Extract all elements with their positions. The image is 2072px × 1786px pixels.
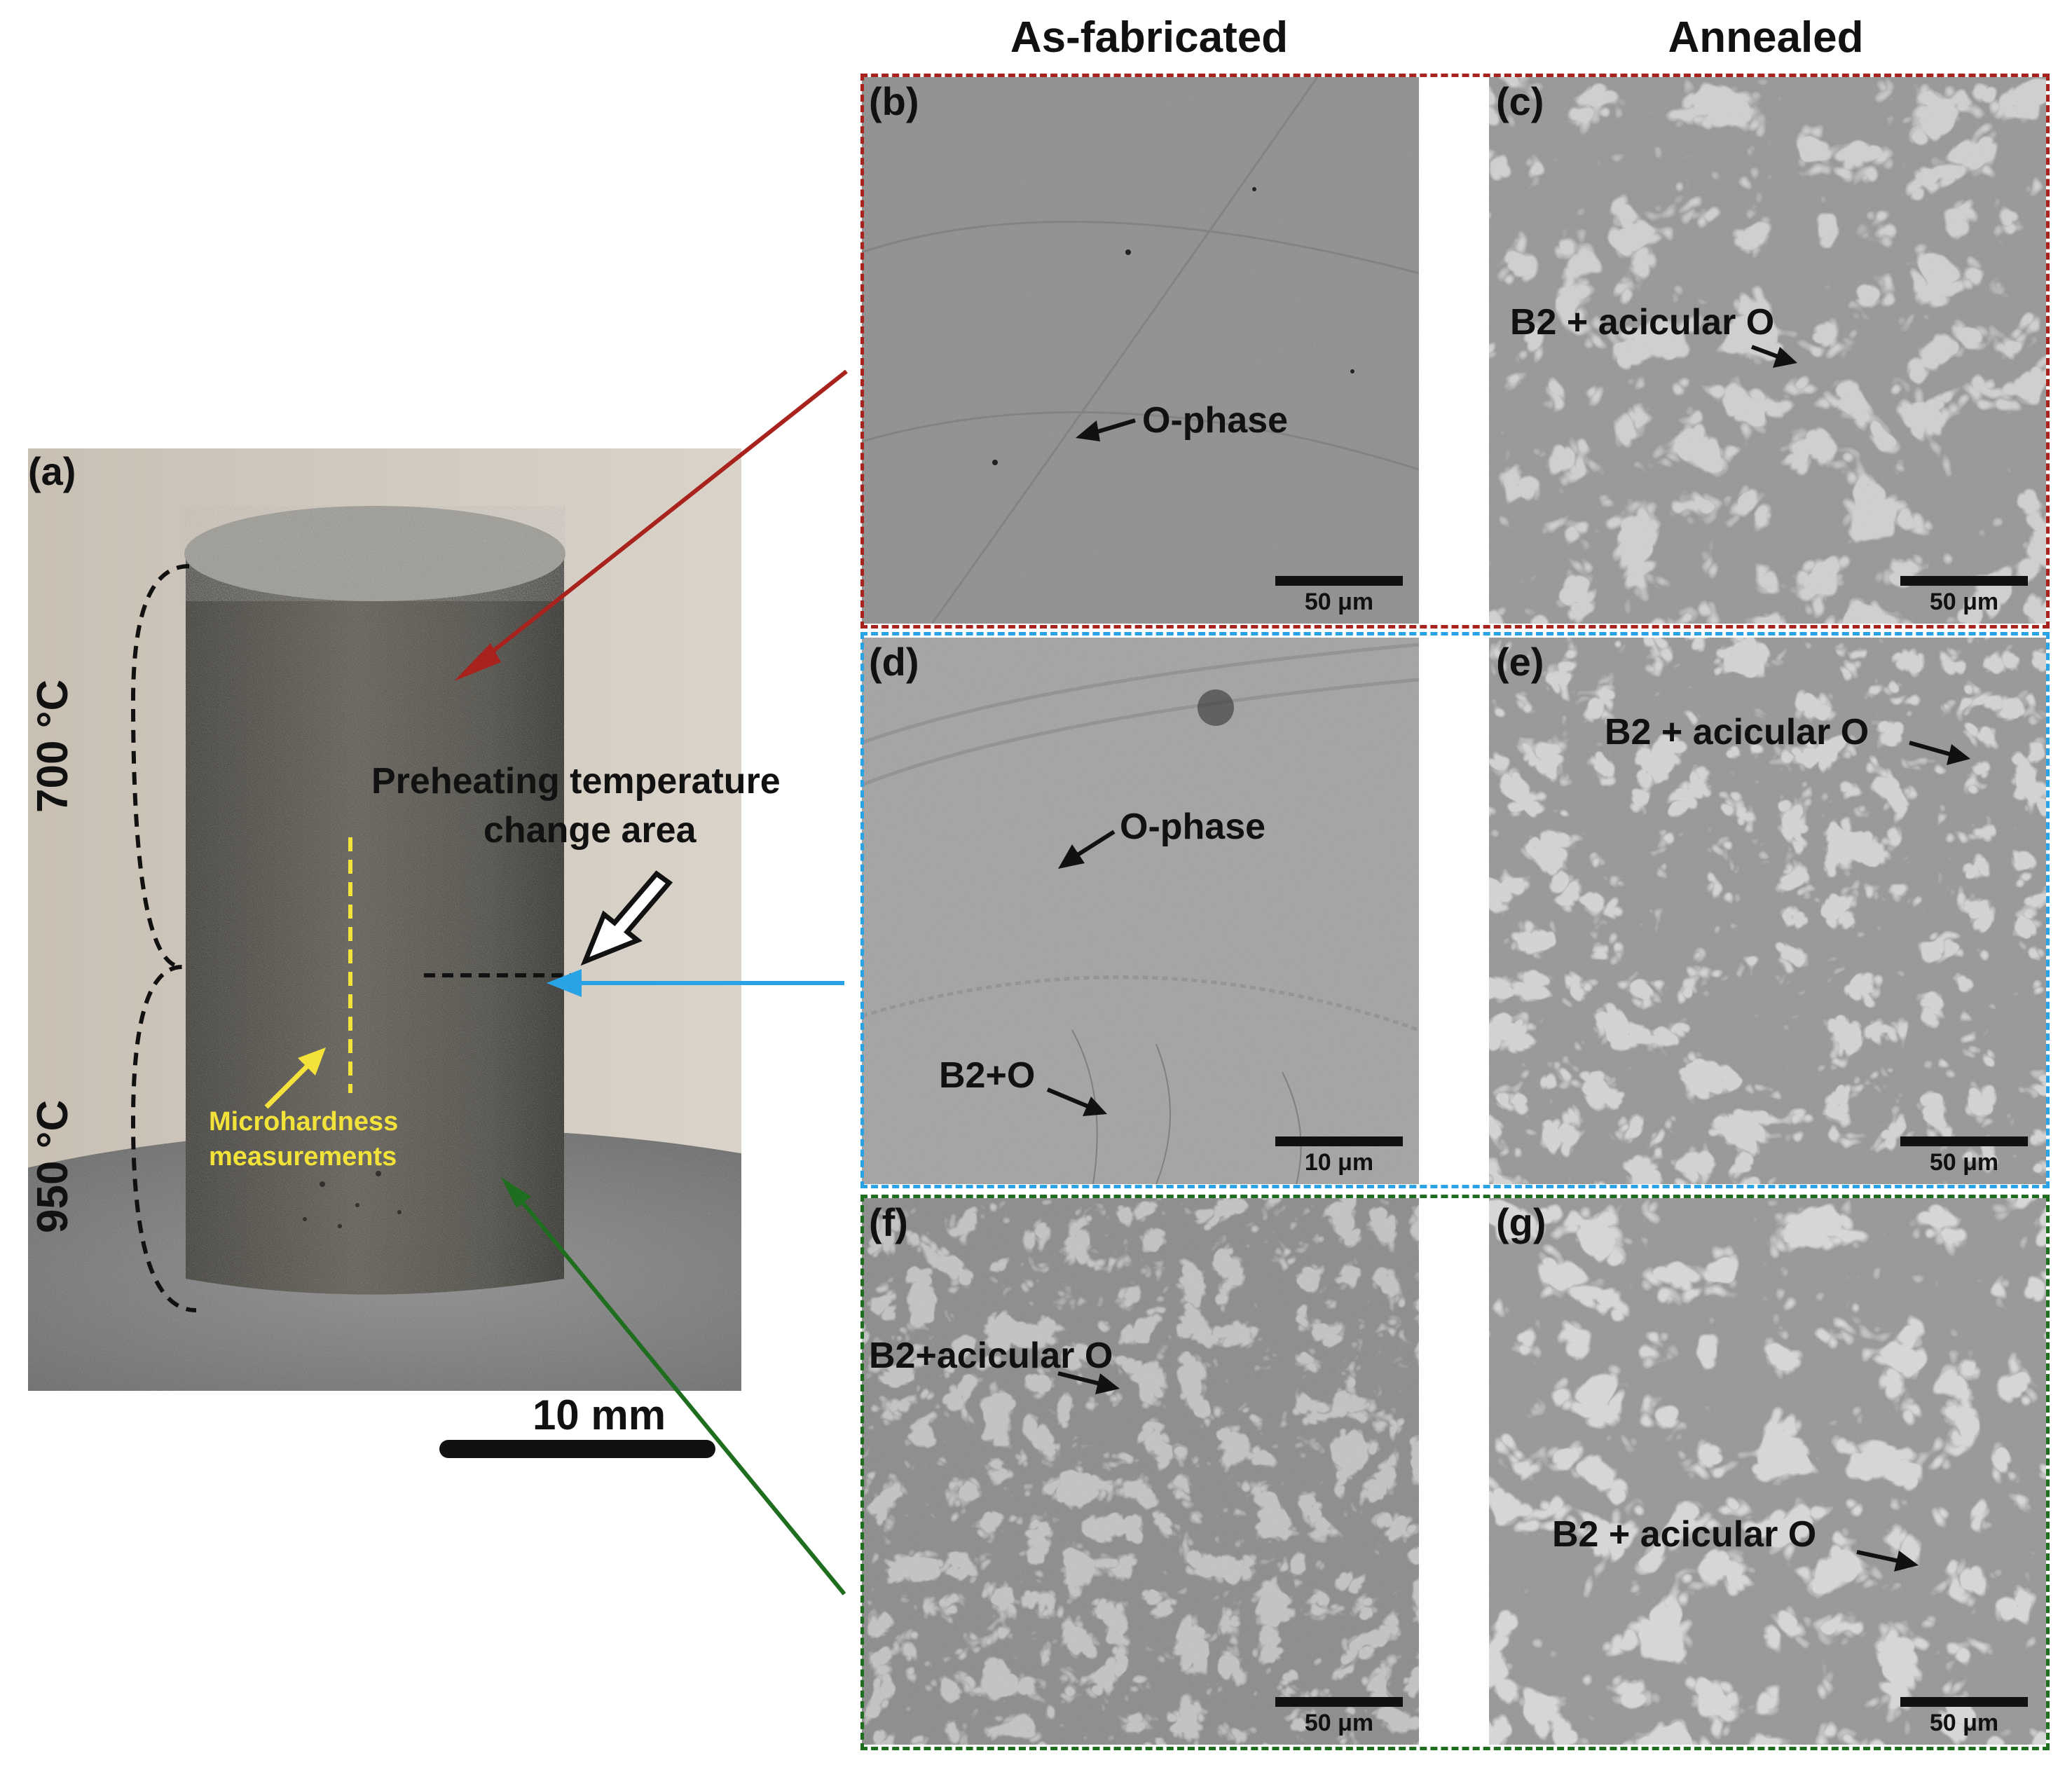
label-f: (f) (869, 1200, 908, 1244)
micrograph-f (862, 1198, 1419, 1745)
photo-overlays (130, 564, 673, 1312)
frame-green (860, 1195, 2050, 1750)
change-area-line1: Preheating temperature (371, 761, 781, 802)
scalebar-g-label: 50 μm (1929, 1710, 1999, 1736)
scalebar-c-label: 50 μm (1929, 589, 1999, 615)
annot-c: B2 + acicular O (1510, 302, 1775, 343)
change-area-line2: change area (483, 810, 697, 851)
annot-e: B2 + acicular O (1605, 712, 1869, 753)
label-b: (b) (869, 79, 919, 123)
scalebar-b-label: 50 μm (1304, 589, 1374, 615)
link-arrows (454, 369, 848, 1595)
micrograph-e (1489, 638, 2046, 1184)
scalebar-f (1275, 1697, 1403, 1707)
microhardness-line1: Microhardness (209, 1107, 399, 1136)
frame-blue (860, 632, 2050, 1188)
label-d: (d) (869, 640, 919, 684)
label-g: (g) (1496, 1200, 1546, 1244)
scalebar-b (1275, 576, 1403, 586)
header-annealed: Annealed (1668, 13, 1864, 62)
micrograph-b (862, 77, 1419, 624)
scalebar-d-label: 10 μm (1304, 1149, 1374, 1176)
micrograph-g (1489, 1198, 2046, 1745)
annot-d1: O-phase (1120, 806, 1266, 847)
micrograph-d (862, 638, 1419, 1184)
annot-b: O-phase (1142, 400, 1289, 441)
scalebar-e (1900, 1136, 2028, 1146)
scalebar-g (1900, 1697, 2028, 1707)
annot-d2: B2+O (939, 1055, 1036, 1096)
label-a: (a) (28, 449, 76, 493)
annot-g: B2 + acicular O (1552, 1514, 1817, 1555)
micrograph-c (1489, 77, 2046, 624)
annot-f: B2+acicular O (869, 1335, 1113, 1376)
scalebar-f-label: 50 μm (1304, 1710, 1374, 1736)
label-c: (c) (1496, 79, 1544, 123)
frame-red (860, 74, 2050, 628)
scalebar-d (1275, 1136, 1403, 1146)
scalebar-a-label: 10 mm (532, 1392, 666, 1438)
scalebar-e-label: 50 μm (1929, 1149, 1999, 1176)
label-e: (e) (1496, 640, 1544, 684)
microhardness-line2: measurements (209, 1142, 397, 1172)
header-as-fabricated: As-fabricated (1010, 13, 1289, 62)
scalebar-a (439, 1440, 715, 1458)
scalebar-c (1900, 576, 2028, 586)
